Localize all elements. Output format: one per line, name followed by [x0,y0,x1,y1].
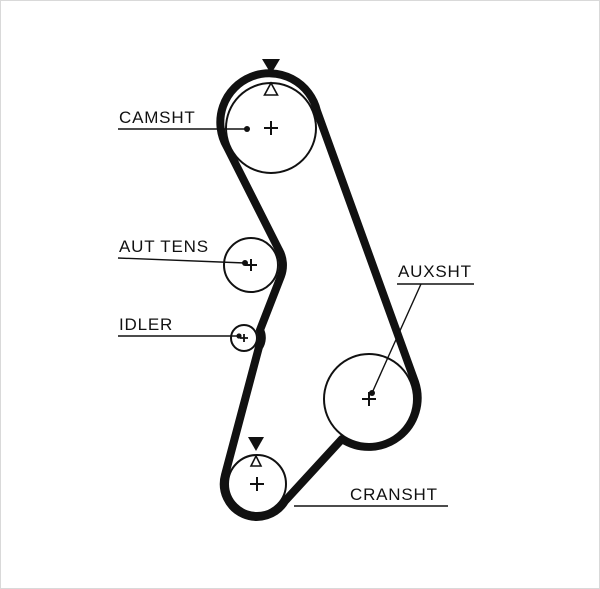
tensioner-leader [117,257,248,266]
crankshaft-label: CRANSHT [350,485,438,504]
camshaft-leader [118,126,250,132]
idler-center-cross-icon [240,334,248,342]
timing-belt [216,69,422,521]
auxshaft-leader [369,283,474,396]
auxshaft-label: AUXSHT [398,262,472,281]
camshaft-center-cross-icon [264,121,278,135]
camshaft-label: CAMSHT [119,108,196,127]
camshaft-rotation-arrow-icon [262,59,280,96]
idler-label: IDLER [119,315,173,334]
tensioner-label: AUT TENS [119,237,209,256]
crankshaft-center-cross-icon [250,477,264,491]
auxshaft-center-cross-icon [362,392,376,406]
idler-leader [118,333,242,339]
crankshaft-rotation-arrow-icon [248,437,264,467]
